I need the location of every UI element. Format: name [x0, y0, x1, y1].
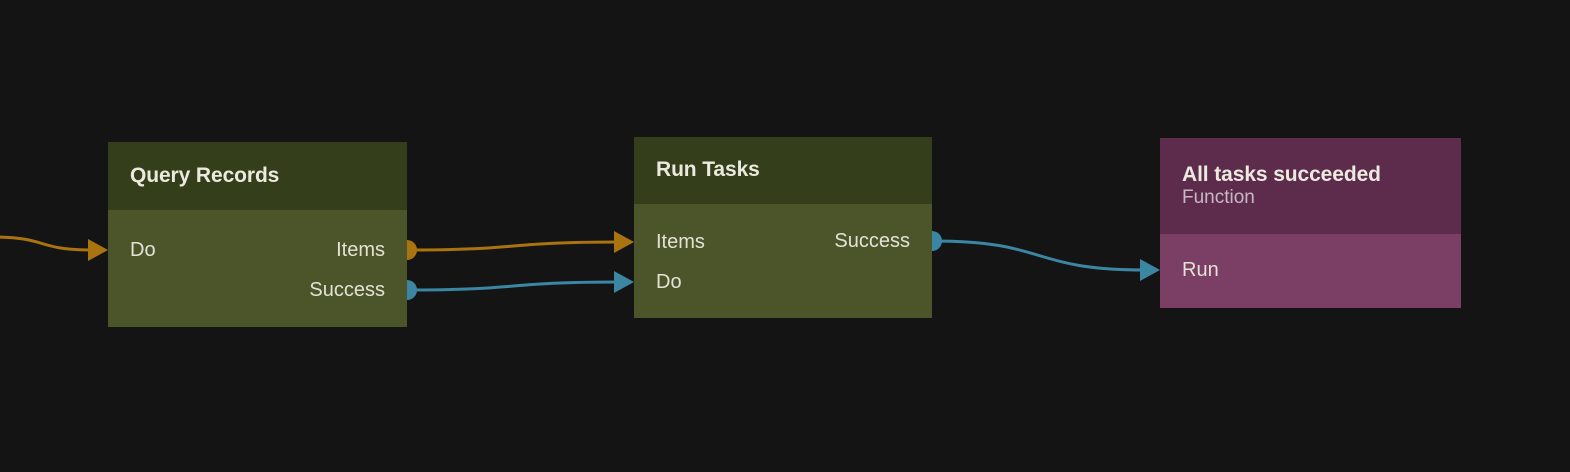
input-port-do[interactable]: Do: [634, 269, 932, 295]
output-port-success[interactable]: Success: [108, 277, 407, 303]
edge-incoming-to-query-do[interactable]: [0, 235, 96, 252]
edge-arrowhead: [614, 231, 634, 253]
input-port-label: Items: [656, 231, 705, 253]
node-header[interactable]: Run Tasks: [634, 137, 932, 204]
edge-query-success-to-runtasks-do[interactable]: [405, 280, 622, 292]
node-body: Run: [1160, 234, 1461, 308]
edge-arrowhead: [1140, 259, 1160, 281]
input-port-items[interactable]: Items: [634, 229, 932, 255]
edge-query-items-to-runtasks-items[interactable]: [405, 240, 622, 252]
node-header[interactable]: Query Records: [108, 142, 407, 210]
edge-runtasks-success-to-function-run[interactable]: [930, 239, 1148, 272]
node-title: All tasks succeeded: [1182, 163, 1381, 186]
input-port-label: Run: [1182, 259, 1219, 281]
edge-arrowhead: [88, 239, 108, 261]
input-port-label: Do: [130, 239, 156, 261]
output-port-label: Success: [834, 230, 910, 252]
edge-arrowhead: [614, 271, 634, 293]
input-port-do[interactable]: Do: [108, 237, 407, 263]
input-port-label: Do: [656, 271, 682, 293]
output-port-success[interactable]: Success: [634, 228, 932, 254]
output-port-label: Items: [336, 239, 385, 261]
output-port-label: Success: [309, 279, 385, 301]
node-subtitle: Function: [1182, 187, 1255, 209]
node-title: Query Records: [130, 163, 280, 187]
node-title: Run Tasks: [656, 158, 760, 182]
input-port-run[interactable]: Run: [1160, 257, 1461, 283]
output-port-items[interactable]: Items: [108, 237, 407, 263]
